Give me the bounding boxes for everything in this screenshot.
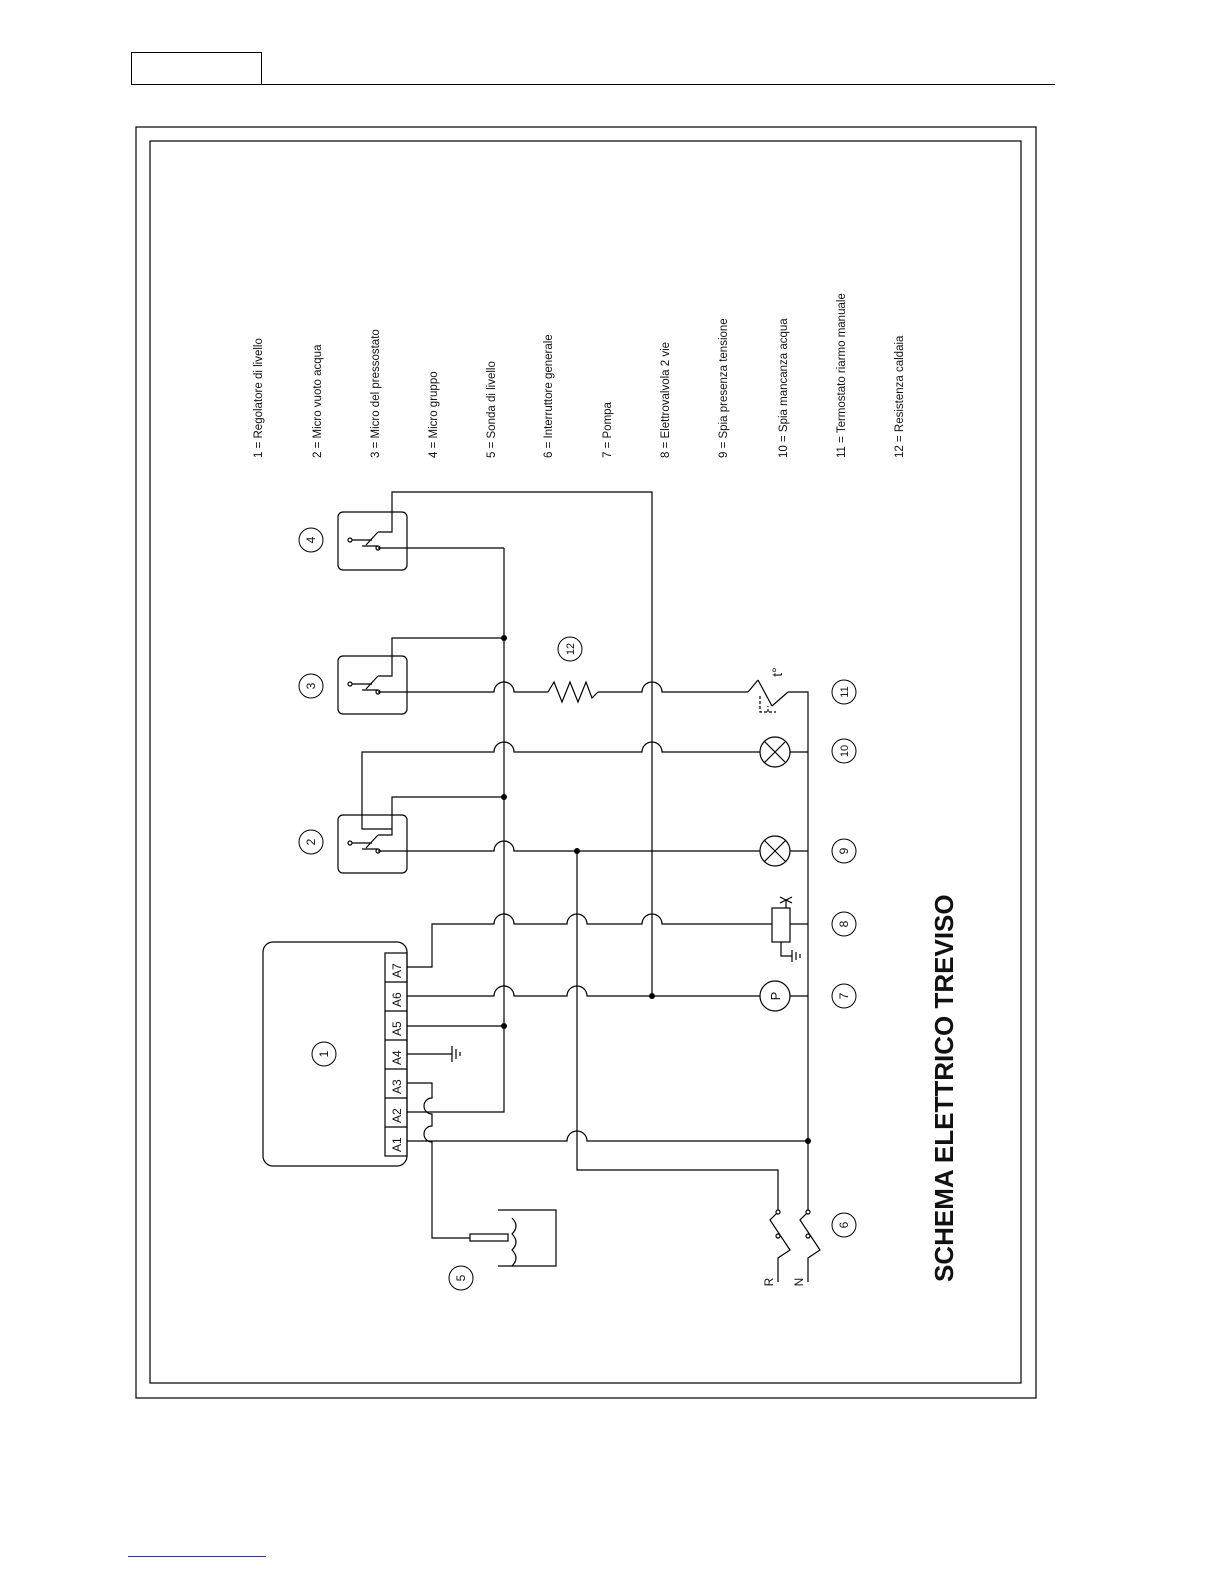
callout-9: [831, 838, 857, 864]
mains-phase-label: R: [762, 1277, 776, 1286]
callout-5-text: 5: [454, 1274, 468, 1281]
legend-item-7: 7 = Pompa: [602, 401, 614, 458]
legend-item-1: 1 = Regolatore di livello: [253, 338, 265, 458]
callout-11-text: 11: [839, 686, 851, 697]
callout-9-text: 9: [837, 847, 851, 854]
micro-gruppo-box: [337, 511, 408, 571]
callout-1: [311, 1041, 337, 1067]
legend-item-10: 10 = Spia mancanza acqua: [778, 318, 790, 458]
terminal-a3: A3: [390, 1079, 404, 1094]
lamp-mancanza-acqua: [759, 736, 791, 768]
terminal-a1: A1: [390, 1137, 404, 1152]
callout-8-text: 8: [837, 920, 851, 927]
diagram-title: SCHEMA ELETTRICO TREVISO: [929, 894, 959, 1282]
terminal-a6: A6: [390, 992, 404, 1007]
callout-3: [298, 673, 324, 699]
callout-10-text: 10: [839, 745, 851, 757]
terminal-a5: A5: [390, 1021, 404, 1036]
header-tab: [131, 52, 262, 85]
thermostat-label: t°: [769, 667, 785, 677]
callout-3-text: 3: [304, 682, 318, 689]
callout-7: [831, 983, 857, 1009]
junctions: [501, 635, 811, 1144]
legend-item-2: 2 = Micro vuoto acqua: [312, 344, 324, 458]
micro-pressostato-box: [337, 655, 408, 715]
legend-item-4: 4 = Micro gruppo: [428, 371, 440, 458]
footer-link-underline: [128, 1556, 266, 1557]
pump-symbol: [759, 980, 791, 1012]
inner-frame: [149, 140, 1022, 1384]
mains-neutral-label: N: [792, 1278, 806, 1287]
outer-frame: [135, 126, 1037, 1399]
pump-label: P: [768, 992, 783, 1001]
legend-item-6: 6 = Interruttore generale: [543, 334, 555, 458]
legend-item-3: 3 = Micro del pressostato: [370, 329, 382, 458]
legend-item-5: 5 = Sonda di livello: [486, 361, 498, 458]
terminal-a7: A7: [390, 963, 404, 978]
callout-6-text: 6: [837, 1221, 851, 1228]
callout-11: [831, 679, 857, 705]
terminal-a4: A4: [390, 1050, 404, 1065]
callout-12-text: 12: [565, 643, 577, 655]
legend-item-8: 8 = Elettrovalvola 2 vie: [660, 342, 672, 458]
callout-7-text: 7: [837, 992, 851, 999]
micro-vuoto-acqua-box: [337, 814, 408, 874]
callout-6: [831, 1212, 857, 1238]
legend-item-12: 12 = Resistenza caldaia: [894, 335, 906, 458]
callout-8: [831, 911, 857, 937]
legend: 1 = Regolatore di livello 2 = Micro vuot…: [253, 293, 906, 458]
callout-12: [557, 636, 583, 662]
callout-5: [448, 1265, 474, 1291]
callout-4-text: 4: [304, 536, 318, 543]
thermostat-symbol: [747, 679, 789, 707]
solenoid-valve-symbol: [771, 907, 791, 943]
callout-4: [298, 527, 324, 553]
legend-item-11: 11 = Termostato riarmo manuale: [836, 293, 848, 458]
callout-10: [831, 738, 857, 764]
header-rule: [131, 84, 1055, 85]
lamp-presenza-tensione: [759, 835, 791, 867]
terminal-labels: A1 A2 A3 A4 A5 A6 A7: [390, 963, 404, 1152]
callout-2-text: 2: [304, 838, 318, 845]
legend-item-9: 9 = Spia presenza tensione: [718, 318, 730, 458]
callout-2: [298, 829, 324, 855]
terminal-a2: A2: [390, 1108, 404, 1123]
callout-1-text: 1: [317, 1050, 331, 1057]
